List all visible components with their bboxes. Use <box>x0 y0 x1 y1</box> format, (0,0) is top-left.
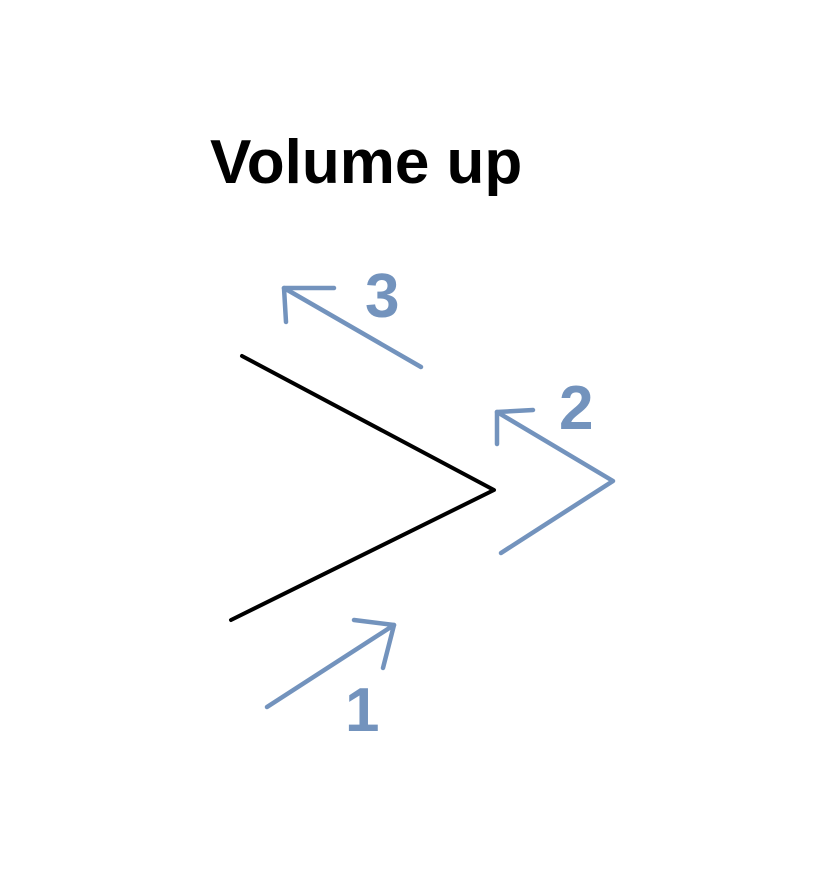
step-2-arrow-icon <box>494 407 616 556</box>
step-3-arrow-icon <box>281 285 424 370</box>
step-1-arrow-icon <box>264 617 397 710</box>
step-2-label: 2 <box>559 374 593 443</box>
step-1-label: 1 <box>345 676 379 745</box>
gesture-path <box>229 354 496 622</box>
step-3-label: 3 <box>365 262 399 331</box>
diagram-title: Volume up <box>210 128 523 197</box>
